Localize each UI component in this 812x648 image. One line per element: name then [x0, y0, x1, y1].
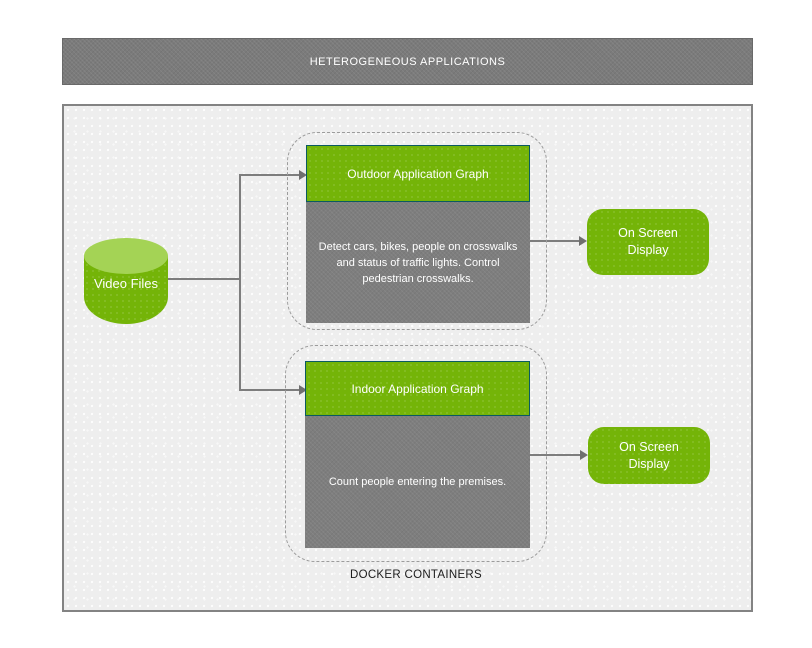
arrowhead-display-2-icon — [580, 450, 588, 460]
arrowhead-outdoor-icon — [299, 170, 307, 180]
connector-to-indoor-line — [239, 389, 300, 391]
outdoor-application-graph-header: Outdoor Application Graph — [306, 145, 530, 202]
docker-containers-label: DOCKER CONTAINERS — [349, 569, 483, 581]
title-banner: HETEROGENEOUS APPLICATIONS — [62, 38, 753, 85]
indoor-header-label: Indoor Application Graph — [351, 381, 484, 396]
outdoor-application-graph-body: Detect cars, bikes, people on crosswalks… — [306, 202, 530, 323]
arrowhead-indoor-icon — [299, 385, 307, 395]
on-screen-display-2: On Screen Display — [588, 427, 710, 484]
cylinder-top-shape — [84, 238, 168, 274]
indoor-application-graph-body: Count people entering the premises. — [305, 416, 530, 548]
on-screen-display-2-label: On Screen Display — [619, 439, 679, 471]
connector-to-outdoor-line — [239, 174, 300, 176]
connector-outdoor-to-display-line — [530, 240, 580, 242]
arrowhead-display-1-icon — [579, 236, 587, 246]
outdoor-header-label: Outdoor Application Graph — [347, 166, 489, 181]
video-files-label: Video Files — [93, 276, 159, 291]
video-files-datastore: Video Files — [84, 238, 168, 324]
docker-container-indoor-boundary — [285, 345, 547, 562]
connector-indoor-to-display-line — [530, 454, 580, 456]
diagram-canvas: Video Files Outdoor Application Graph De… — [62, 104, 753, 612]
on-screen-display-1: On Screen Display — [587, 209, 709, 275]
on-screen-display-1-label: On Screen Display — [618, 226, 678, 257]
connector-source-line — [168, 278, 240, 280]
docker-container-outdoor-boundary — [287, 132, 547, 330]
connector-branch-line — [239, 174, 241, 391]
indoor-body-text: Count people entering the premises. — [328, 476, 507, 488]
indoor-application-graph-header: Indoor Application Graph — [305, 361, 530, 416]
outdoor-body-text: Detect cars, bikes, people on crosswalks… — [318, 240, 518, 285]
banner-title: HETEROGENEOUS APPLICATIONS — [309, 55, 506, 68]
